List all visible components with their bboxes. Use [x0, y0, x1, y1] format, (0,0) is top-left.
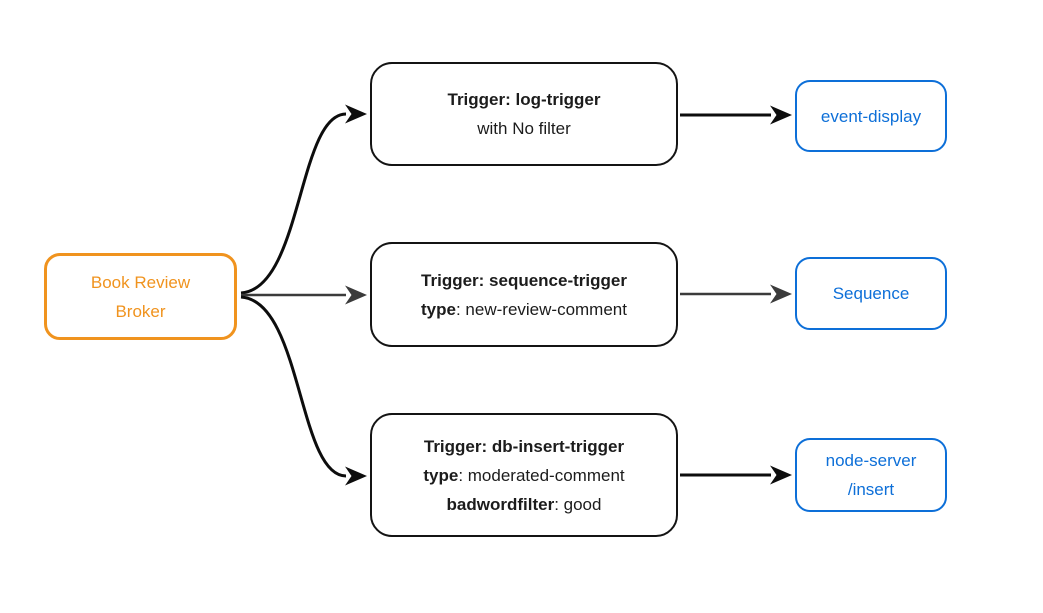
filter-attr-value: : good	[554, 494, 602, 514]
broker-label-line1: Book Review	[90, 272, 191, 292]
edge-broker-to-log-trigger	[240, 104, 367, 295]
trigger-filter-text: badwordfilter: good	[447, 490, 602, 519]
trigger-node-db-insert-trigger: Trigger: db-insert-trigger type: moderat…	[370, 413, 678, 537]
trigger-title: Trigger: log-trigger	[447, 90, 601, 109]
broker-label-line2: Broker	[115, 301, 166, 321]
trigger-node-sequence-trigger: Trigger: sequence-trigger type: new-revi…	[370, 242, 678, 347]
sink-node-sequence: Sequence	[795, 257, 947, 330]
sink-node-node-server-insert: node-server /insert	[795, 438, 947, 512]
sink-label-line2: /insert	[847, 480, 895, 499]
sink-label: Sequence	[832, 284, 910, 303]
sink-node-event-display: event-display	[795, 80, 947, 152]
trigger-filter-text: with No filter	[477, 119, 571, 138]
filter-attr-key: type	[421, 299, 456, 319]
broker-node: Book Review Broker	[44, 253, 237, 340]
filter-attr-value: : moderated-comment	[458, 465, 625, 485]
trigger-node-log-trigger: Trigger: log-trigger with No filter	[370, 62, 678, 166]
sink-label-line1: node-server	[825, 451, 917, 470]
edge-broker-to-db-insert-trigger	[240, 295, 367, 486]
trigger-filter-text: type: moderated-comment	[423, 461, 624, 490]
filter-attr-key: type	[423, 465, 459, 485]
trigger-title: Trigger: sequence-trigger	[421, 270, 627, 290]
sink-label: event-display	[820, 106, 922, 126]
filter-attr-key: badwordfilter	[446, 494, 555, 514]
trigger-title: Trigger: db-insert-trigger	[423, 436, 625, 456]
trigger-filter-text: type: new-review-comment	[421, 295, 627, 324]
filter-attr-value: : new-review-comment	[455, 299, 627, 319]
